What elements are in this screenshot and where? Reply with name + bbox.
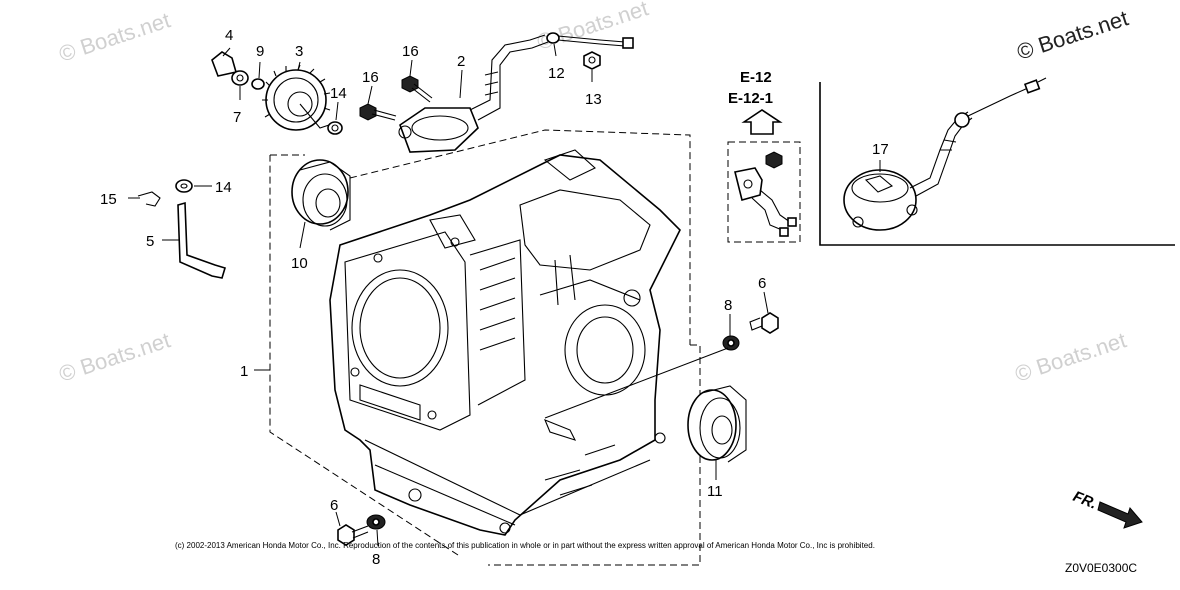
washer-part-7[interactable] [231, 70, 249, 86]
copyright-notice: (c) 2002-2013 American Honda Motor Co., … [175, 541, 875, 550]
bolt-part-16-lower[interactable] [359, 103, 397, 121]
callout-9: 9 [256, 43, 264, 60]
callout-16-lower: 16 [362, 69, 379, 86]
leader-8-lower [376, 529, 379, 547]
leader-6-lower [335, 511, 341, 527]
bolt-part-16-upper[interactable] [401, 75, 433, 103]
washer-part-14-upper[interactable] [327, 121, 343, 135]
callout-6-lower: 6 [330, 497, 338, 514]
front-direction-label: FR. [1071, 488, 1100, 513]
clip-part-15[interactable] [137, 191, 161, 207]
callout-14-lower: 14 [215, 179, 232, 196]
reference-dashed-box [727, 141, 801, 243]
oil-level-switch-part-17[interactable] [843, 77, 1047, 231]
washer-part-8-lower[interactable] [366, 514, 386, 530]
callout-7: 7 [233, 109, 241, 126]
callout-3: 3 [295, 43, 303, 60]
governor-holder-part-4[interactable] [211, 51, 238, 77]
leader-4 [222, 47, 231, 57]
leader-2 [459, 69, 463, 99]
cable-seal-part[interactable] [546, 32, 634, 49]
leader-16-upper [409, 59, 413, 77]
reference-line-2: E-12-1 [728, 90, 773, 107]
watermark-mid-right: © Boats.net [1012, 327, 1129, 386]
leader-10 [299, 221, 306, 249]
bolt-part-6-upper[interactable] [749, 312, 779, 334]
callout-8-upper: 8 [724, 297, 732, 314]
callout-1: 1 [240, 363, 248, 380]
governor-arm-part-5[interactable] [177, 201, 226, 279]
callout-14-upper: 14 [330, 85, 347, 102]
front-direction-arrow-icon [1097, 501, 1143, 529]
leader-14-upper [335, 101, 339, 121]
bolt-part-6-lower[interactable] [337, 524, 369, 546]
cylinder-barrel-part[interactable] [329, 149, 681, 536]
leader-dowel [544, 347, 729, 419]
callout-15: 15 [100, 191, 117, 208]
oil-seal-part-11[interactable] [687, 385, 747, 463]
callout-5: 5 [146, 233, 154, 250]
leader-6-upper [763, 291, 769, 314]
callout-6-upper: 6 [758, 275, 766, 292]
governor-gear-part[interactable] [262, 64, 333, 131]
callout-12: 12 [548, 65, 565, 82]
clip-part-9[interactable] [251, 78, 265, 90]
callout-4: 4 [225, 27, 233, 44]
washer-part-14-lower[interactable] [175, 179, 193, 193]
crankcase-assembly-boundary [269, 129, 701, 566]
inset-frame [819, 82, 1175, 246]
washer-part-8-upper[interactable] [722, 335, 740, 351]
callout-16-upper: 16 [402, 43, 419, 60]
reference-sensor-part[interactable] [734, 151, 797, 237]
reference-up-arrow [741, 109, 783, 135]
leader-3 [297, 61, 301, 71]
leader-12 [553, 43, 557, 57]
nut-part-13[interactable] [583, 51, 601, 70]
callout-11: 11 [707, 483, 723, 500]
callout-17: 17 [872, 141, 889, 158]
breather-tube-part[interactable] [398, 34, 549, 153]
watermark-top-left: © Boats.net [56, 7, 173, 66]
callout-2: 2 [457, 53, 465, 70]
watermark-top-right: © Boats.net [1014, 5, 1131, 64]
diagram-code: Z0V0E0300C [1065, 561, 1137, 575]
leader-16-lower [367, 85, 373, 105]
callout-13: 13 [585, 91, 602, 108]
leader-9 [258, 61, 261, 79]
reference-line-1: E-12 [740, 69, 772, 86]
watermark-mid-left: © Boats.net [56, 327, 173, 386]
callout-8-lower: 8 [372, 551, 380, 568]
callout-10: 10 [291, 255, 308, 272]
oil-seal-part-10[interactable] [291, 159, 351, 231]
